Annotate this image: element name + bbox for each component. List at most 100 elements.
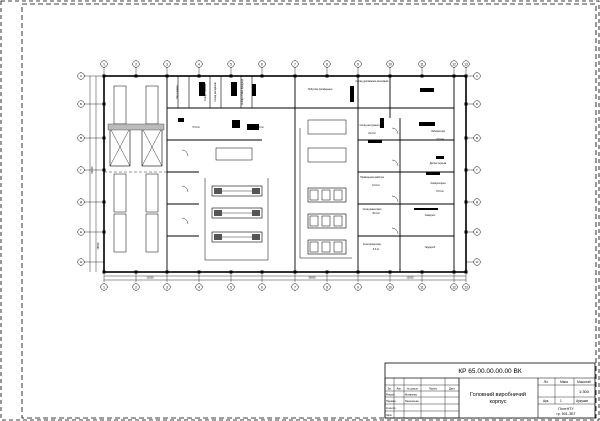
mass-header: Маса bbox=[560, 380, 568, 384]
machine bbox=[214, 234, 222, 240]
axis-label: 10 bbox=[388, 63, 392, 67]
scale-header: Масштаб bbox=[577, 380, 591, 384]
equipment-marker bbox=[350, 86, 354, 102]
machine bbox=[333, 189, 343, 201]
column bbox=[388, 74, 392, 78]
machine bbox=[309, 189, 319, 201]
title-row-header: Дата bbox=[449, 387, 455, 391]
machine bbox=[211, 185, 263, 197]
axis-label: 1 bbox=[103, 63, 105, 67]
column bbox=[325, 74, 329, 78]
column bbox=[452, 74, 456, 78]
room-area: 9.0 м² bbox=[373, 248, 379, 251]
machine bbox=[307, 187, 347, 203]
dimension-text: 54000 bbox=[90, 166, 94, 174]
room-label: Склад допоміжних матеріалів bbox=[356, 80, 390, 83]
axis-label: 4 bbox=[198, 63, 200, 67]
equipment bbox=[113, 173, 127, 213]
door-swing bbox=[181, 185, 189, 193]
column bbox=[134, 74, 138, 78]
axis-bubble bbox=[195, 283, 203, 291]
column bbox=[464, 168, 468, 172]
role-label: Н.контр. bbox=[386, 406, 396, 410]
machine bbox=[321, 241, 331, 253]
axis-bubble bbox=[77, 166, 85, 174]
axis-label: Е bbox=[80, 230, 82, 234]
column bbox=[464, 200, 468, 204]
axis-bubble bbox=[258, 283, 266, 291]
axis-label: 6 bbox=[261, 286, 263, 290]
axis-label: Г bbox=[476, 168, 478, 172]
equipment bbox=[215, 147, 253, 161]
axis-bubble bbox=[291, 60, 299, 68]
name-label: Матвієнко bbox=[405, 393, 418, 397]
room-label: Венткамера bbox=[176, 85, 179, 99]
machine bbox=[211, 207, 263, 219]
axis-bubble bbox=[77, 198, 85, 206]
axis-bubble bbox=[77, 72, 85, 80]
axis-bubble bbox=[258, 60, 266, 68]
room-area: 15.0 м² bbox=[436, 190, 444, 193]
column bbox=[102, 270, 106, 274]
room-label: Гардероб bbox=[425, 246, 436, 249]
axis-label: Ж bbox=[80, 260, 83, 264]
room-area: 37.8 м² bbox=[192, 126, 200, 129]
machine bbox=[321, 215, 331, 227]
dimension-text: 18000 bbox=[96, 242, 100, 250]
title-row-header: Підпис bbox=[429, 387, 438, 391]
title-line-2: корпус bbox=[489, 399, 506, 405]
title-row-header: Арк. bbox=[396, 387, 401, 391]
axis-label: 1 bbox=[103, 286, 105, 290]
axis-label: 10 bbox=[388, 286, 392, 290]
axis-label: 8 bbox=[326, 63, 328, 67]
org-line-2: гр. 501-ЗБТ bbox=[556, 412, 576, 416]
room-area: 12.0 м² bbox=[372, 184, 380, 187]
equipment-marker bbox=[199, 82, 205, 96]
axis-label: Д bbox=[476, 200, 478, 204]
room-area: 24.0 м² bbox=[368, 132, 376, 135]
axis-label: В bbox=[80, 136, 82, 140]
column bbox=[102, 102, 106, 106]
column bbox=[388, 270, 392, 274]
equipment-marker bbox=[414, 208, 438, 210]
equipment-marker bbox=[420, 88, 434, 92]
column bbox=[229, 270, 233, 274]
machine bbox=[214, 210, 222, 216]
column bbox=[464, 102, 468, 106]
column bbox=[464, 74, 468, 78]
room-label: Електрощитова bbox=[363, 243, 381, 246]
title-row-header: Зм. bbox=[387, 387, 391, 391]
frame-inner bbox=[21, 3, 597, 419]
axis-bubble bbox=[323, 283, 331, 291]
room-label: Санвузол bbox=[425, 214, 436, 217]
column bbox=[464, 230, 468, 234]
machine bbox=[321, 189, 331, 201]
machine bbox=[309, 215, 319, 227]
axis-bubble bbox=[163, 60, 171, 68]
room-label: Склад готової продукції bbox=[241, 79, 244, 105]
room-label: Приміщення майстра bbox=[360, 176, 384, 179]
axis-bubble bbox=[195, 60, 203, 68]
axis-bubble bbox=[386, 60, 394, 68]
axis-bubble bbox=[291, 283, 299, 291]
axis-bubble bbox=[77, 100, 85, 108]
column bbox=[134, 270, 138, 274]
column bbox=[102, 74, 106, 78]
name-label: Пашинська bbox=[405, 399, 419, 403]
axis-label: Б bbox=[80, 102, 82, 106]
role-label: Розроб. bbox=[386, 393, 396, 397]
axis-label: Б bbox=[476, 102, 478, 106]
column bbox=[165, 270, 169, 274]
axis-label: Е bbox=[476, 230, 478, 234]
sheet-number: 1 bbox=[560, 399, 562, 403]
column bbox=[464, 136, 468, 140]
dimension-text: 36000 bbox=[308, 276, 316, 280]
axis-bubble bbox=[354, 60, 362, 68]
axis-bubble bbox=[227, 283, 235, 291]
axis-label: 13 bbox=[464, 286, 468, 290]
axis-bubble bbox=[132, 60, 140, 68]
door-swing bbox=[391, 195, 399, 203]
axis-bubble bbox=[473, 166, 481, 174]
